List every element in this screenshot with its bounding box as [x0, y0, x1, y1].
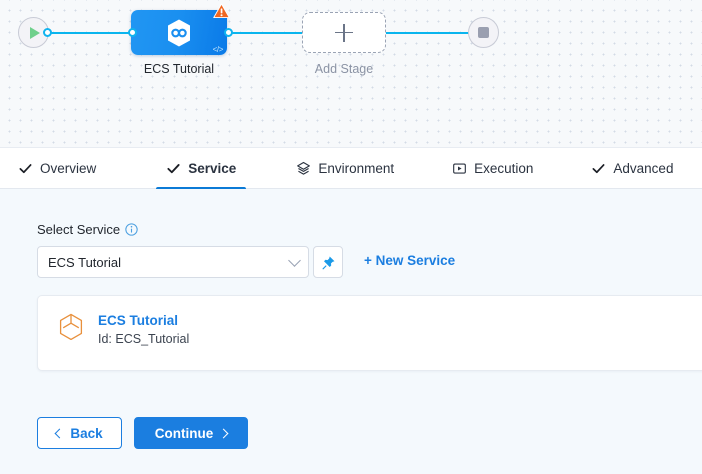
connector-dot-start[interactable] — [43, 28, 52, 37]
check-icon — [591, 161, 606, 176]
check-icon — [18, 161, 33, 176]
tab-advanced-label: Advanced — [613, 160, 674, 176]
connector-line-stage-to-add — [228, 32, 302, 34]
play-icon — [30, 26, 40, 39]
service-card-title[interactable]: ECS Tutorial — [98, 313, 179, 328]
tab-environment-label: Environment — [318, 160, 395, 176]
stage-tabbar: Overview Service Environment — [0, 148, 702, 190]
pipeline-end-node[interactable] — [468, 17, 499, 48]
new-service-link[interactable]: + New Service — [364, 253, 456, 268]
pin-service-button[interactable] — [313, 246, 343, 278]
tab-execution[interactable]: Execution — [434, 148, 551, 189]
back-button[interactable]: Back — [37, 417, 122, 449]
tab-execution-label: Execution — [474, 160, 534, 176]
connector-dot-stage-left[interactable] — [128, 28, 137, 37]
back-button-label: Back — [70, 425, 103, 441]
cube-hexagon-icon — [59, 313, 83, 341]
tab-overview-label: Overview — [40, 160, 97, 176]
check-icon — [166, 161, 181, 176]
play-box-icon — [452, 161, 467, 176]
tab-service[interactable]: Service — [148, 148, 254, 190]
layers-diamond-icon — [296, 161, 311, 176]
connector-line-start-to-stage — [44, 32, 132, 34]
tab-service-label: Service — [188, 160, 237, 176]
service-select-value: ECS Tutorial — [48, 254, 121, 270]
code-brackets-icon: </> — [212, 45, 224, 54]
info-icon[interactable] — [125, 223, 138, 236]
chevron-down-icon — [288, 254, 301, 267]
harness-hexagon-icon — [168, 19, 190, 46]
pipeline-canvas[interactable]: </> ECS Tutorial Add Stage — [0, 0, 702, 148]
stage-node-ecs-tutorial[interactable]: </> — [131, 3, 230, 55]
select-service-label: Select Service — [37, 222, 121, 237]
continue-button[interactable]: Continue — [134, 417, 248, 449]
stage-node-label: ECS Tutorial — [143, 62, 215, 76]
add-stage-button[interactable] — [302, 12, 386, 53]
continue-button-label: Continue — [154, 425, 214, 441]
selected-service-card[interactable]: ECS Tutorial Id: ECS_Tutorial — [37, 295, 702, 371]
connector-line-add-to-end — [385, 32, 477, 34]
pin-icon — [322, 256, 334, 269]
stop-icon — [478, 27, 489, 38]
chevron-right-icon — [218, 428, 229, 438]
chevron-left-icon — [54, 428, 65, 438]
tab-overview[interactable]: Overview — [0, 148, 114, 189]
plus-icon-bar — [335, 31, 353, 34]
tab-environment[interactable]: Environment — [278, 148, 412, 189]
connector-dot-stage-right[interactable] — [224, 28, 233, 37]
add-stage-label: Add Stage — [314, 62, 374, 76]
service-card-id: Id: ECS_Tutorial — [98, 331, 190, 346]
tab-advanced[interactable]: Advanced — [573, 148, 691, 189]
service-select[interactable]: ECS Tutorial — [37, 246, 309, 278]
select-service-label-row: Select Service — [37, 222, 138, 237]
warning-triangle-icon[interactable] — [213, 3, 230, 19]
